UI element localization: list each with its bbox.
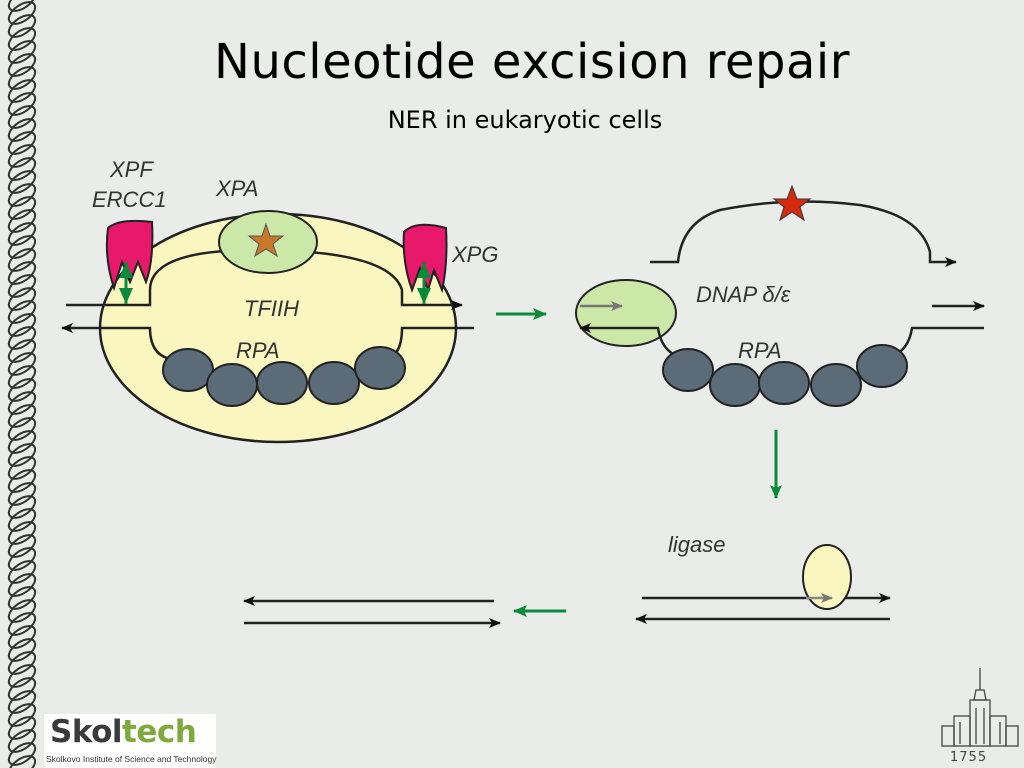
label-rpa-left: RPA	[236, 338, 280, 363]
rpa-subunit	[354, 346, 406, 390]
label-ligase: ligase	[668, 532, 725, 557]
rpa-subunit	[206, 363, 258, 407]
repaired-dna	[243, 596, 501, 628]
lesion-star-icon	[247, 222, 285, 258]
rpa-subunit	[758, 361, 810, 405]
label-rpa-right: RPA	[738, 338, 782, 363]
university-building-icon	[941, 668, 1019, 747]
rpa-complex-right	[662, 344, 908, 407]
xpg-nuclease	[402, 223, 448, 294]
dnap-protein	[575, 279, 677, 347]
lesion-star-icon	[772, 184, 812, 222]
slide-subtitle: NER in eukaryotic cells	[387, 106, 663, 134]
incision-arrow-left-icon	[119, 262, 133, 304]
synthesis-complex: DNAP δ/ε RPA	[575, 184, 985, 407]
xpf-ercc1-nuclease	[105, 219, 154, 292]
ligation-step: ligase	[635, 532, 891, 624]
incision-arrow-right-icon	[417, 262, 431, 304]
label-xpa: XPA	[215, 176, 258, 201]
logo-part-tech: tech	[122, 714, 197, 750]
excised-oligonucleotide	[650, 200, 957, 267]
logo-part-skol: Skol	[50, 714, 123, 750]
rpa-subunit	[709, 363, 761, 407]
logo-wordmark: Skoltech	[50, 714, 197, 750]
rpa-subunit	[256, 361, 308, 405]
label-ercc1: ERCC1	[92, 187, 167, 212]
rpa-subunit	[662, 348, 714, 392]
rope-border-decoration	[0, 0, 44, 768]
year-label: 1755	[950, 750, 988, 765]
ligase-protein	[802, 544, 852, 610]
rpa-subunit	[308, 361, 360, 405]
rpa-subunit	[162, 348, 214, 392]
skoltech-logo: Skoltech Skolkovo Institute of Science a…	[44, 714, 216, 768]
label-xpg: XPG	[451, 242, 498, 267]
logo-tagline: Skolkovo Institute of Science and Techno…	[46, 754, 217, 764]
label-tfiih: TFIIH	[244, 296, 299, 321]
label-dnap: DNAP δ/ε	[696, 282, 791, 307]
rpa-subunit	[810, 363, 862, 407]
label-xpf: XPF	[109, 157, 154, 182]
rpa-subunit	[856, 344, 908, 388]
slide-title: Nucleotide excision repair	[214, 34, 850, 90]
incision-complex: XPF ERCC1 XPA XPG TFIIH RPA	[62, 157, 498, 444]
rpa-complex-left	[162, 346, 406, 407]
